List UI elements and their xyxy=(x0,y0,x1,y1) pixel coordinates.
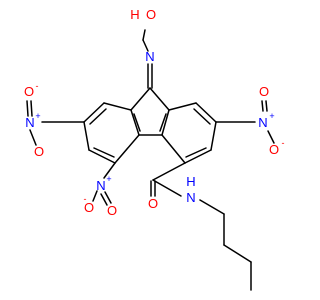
right-nitro-nitrogen-charge: + xyxy=(269,111,274,121)
bottom-nitro-oxygen-right-label: O xyxy=(107,203,117,218)
left-nitro-nitrogen-label: N xyxy=(25,115,34,130)
left-nitro-nitrogen-charge: + xyxy=(35,111,40,121)
left-nitro-oxygen-top-label: O xyxy=(24,84,34,99)
bottom-nitro-oxygen-charge: - xyxy=(84,194,87,204)
left-nitro-oxygen-charge: - xyxy=(36,81,39,91)
amide-hydrogen-label: H xyxy=(186,174,195,189)
right-nitro-oxygen-charge: - xyxy=(282,138,285,148)
oxime-hydrogen-label: H xyxy=(130,7,139,22)
oxime-oxygen-label: O xyxy=(146,7,156,22)
amide-nitrogen-label: N xyxy=(186,190,195,205)
right-nitro-nitrogen-label: N xyxy=(258,115,267,130)
bottom-nitro-nitrogen-charge: + xyxy=(106,174,111,184)
bottom-nitro-nitrogen-label: N xyxy=(96,178,105,193)
bonds xyxy=(26,29,275,291)
right-nitro-oxygen-bottom-label: O xyxy=(269,142,279,157)
bottom-nitro-oxygen-left-label: O xyxy=(84,200,94,215)
chemical-structure: H O N O - N + O N + O - O O N + O - O N … xyxy=(24,7,285,291)
right-nitro-oxygen-top-label: O xyxy=(259,84,269,99)
oxime-nitrogen-label: N xyxy=(145,49,154,64)
atom-labels: H O N O - N + O N + O - O O N + O - O N … xyxy=(24,7,285,218)
left-nitro-oxygen-bottom-label: O xyxy=(34,144,44,159)
amide-oxygen-label: O xyxy=(148,196,158,211)
